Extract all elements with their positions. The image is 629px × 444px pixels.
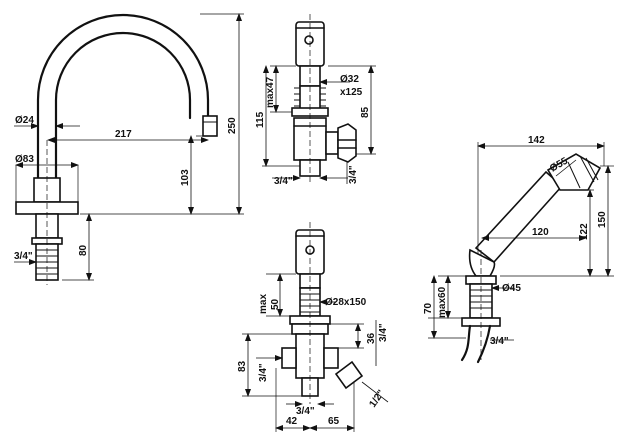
dim-valve-top-thread-side: 3/4" bbox=[348, 165, 359, 184]
valve-bottom-left-port bbox=[281, 347, 297, 369]
dim-valve-bottom-thread-bottom: 3/4" bbox=[296, 406, 315, 417]
spout-pipe-outer bbox=[36, 13, 210, 180]
dim-valve-bottom-height: 83 bbox=[237, 360, 248, 372]
dim-spout-outlet-height: 103 bbox=[180, 169, 191, 186]
dim-spout-pipe: Ø24 bbox=[15, 115, 34, 126]
dim-spout-reach: 217 bbox=[115, 129, 132, 140]
dim-shower-thread: 3/4" bbox=[490, 336, 509, 347]
dim-spout-thread: 3/4" bbox=[14, 251, 33, 262]
dim-valve-bottom-stem: Ø28x150 bbox=[325, 297, 367, 308]
spout-pipe-inner bbox=[54, 31, 192, 180]
valve-bottom-drawing: max 50 Ø28x150 36 3/4" 3/4" 83 42 65 3/4… bbox=[237, 222, 389, 432]
dim-shower-hose-height: 122 bbox=[579, 223, 590, 240]
shower-hose bbox=[460, 324, 472, 362]
dim-valve-top-stem: Ø32 bbox=[340, 74, 359, 85]
valve-top-drawing: max47 115 Ø32 x125 85 3/4" 3/4" bbox=[255, 14, 376, 187]
dim-shower-height: 150 bbox=[597, 211, 608, 228]
dim-valve-top-right: 85 bbox=[360, 106, 371, 118]
dim-valve-bottom-thread-left: 3/4" bbox=[258, 363, 269, 382]
shower-drawing: 142 Ø55 150 122 120 Ø45 max60 70 3/4" bbox=[423, 135, 614, 364]
dim-valve-bottom-depth: 36 bbox=[366, 332, 377, 344]
dim-shower-total: 70 bbox=[423, 302, 434, 314]
dim-valve-top-max: max47 bbox=[265, 76, 276, 108]
dim-shower-body: Ø45 bbox=[502, 283, 521, 294]
dim-valve-top-thread-bottom: 3/4" bbox=[274, 176, 293, 187]
dim-valve-top-stem-len: x125 bbox=[340, 87, 363, 98]
spout-drawing: Ø24 217 250 Ø83 103 80 3/4" bbox=[14, 13, 244, 285]
dim-spout-base: Ø83 bbox=[15, 154, 34, 165]
dim-valve-bottom-max: max bbox=[258, 294, 269, 314]
dim-valve-bottom-offset-left: 42 bbox=[286, 416, 298, 427]
dim-spout-height: 250 bbox=[227, 117, 238, 134]
spout-outlet bbox=[202, 115, 218, 137]
dim-valve-bottom-thread-right: 3/4" bbox=[378, 323, 389, 342]
valve-bottom-right-port bbox=[323, 347, 339, 369]
dim-shower-reach: 120 bbox=[532, 227, 549, 238]
dim-valve-bottom-offset-right: 65 bbox=[328, 416, 340, 427]
dim-shower-length: 142 bbox=[528, 135, 545, 146]
shower-handle bbox=[474, 170, 564, 264]
dim-shower-max: max60 bbox=[437, 286, 448, 318]
dim-valve-top-total: 115 bbox=[255, 111, 266, 128]
dim-valve-bottom-max-value: 50 bbox=[270, 298, 281, 310]
dim-spout-shank: 80 bbox=[78, 244, 89, 256]
shower-head bbox=[546, 153, 602, 191]
valve-bottom-diag-port bbox=[334, 360, 364, 390]
valve-top-side-nut bbox=[337, 123, 357, 163]
